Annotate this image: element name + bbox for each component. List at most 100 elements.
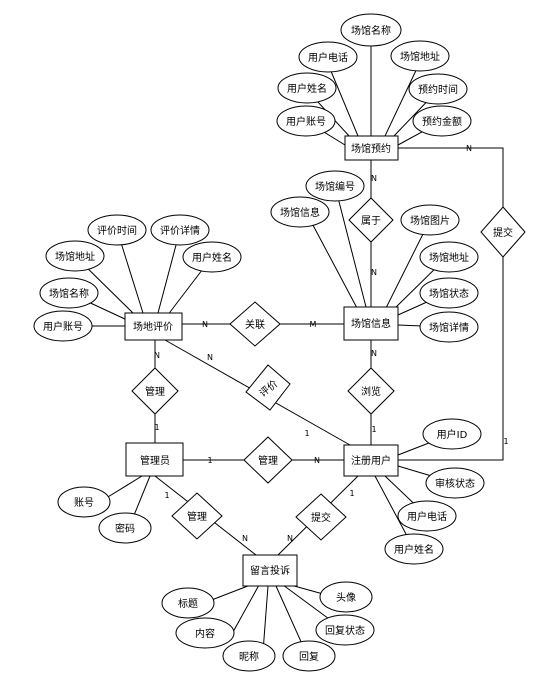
card-user-manage: N [314, 456, 320, 465]
attr-review-venue-address: 场馆地址 [45, 240, 105, 272]
relationship-review: 评价 [245, 364, 291, 411]
entity-registered-user-label: 注册用户 [351, 454, 391, 467]
attr-booking-user-name-label: 用户姓名 [287, 82, 327, 95]
relationship-manage-user: 管理 [243, 436, 293, 484]
attr-info-venue-status-label: 场馆状态 [429, 287, 469, 300]
entity-venue-info-label: 场馆信息 [351, 317, 391, 330]
relationship-submit-booking-label: 提交 [493, 226, 513, 239]
entity-venue-booking-label: 场馆预约 [351, 142, 391, 155]
card-user-review: 1 [304, 429, 309, 438]
card-booking-belongs: N [371, 174, 377, 183]
relationship-belongs-to-label: 属于 [361, 215, 381, 227]
card-user-submit: 1 [503, 437, 508, 446]
relationship-associate-label: 关联 [245, 318, 265, 331]
attr-info-venue-info-label: 场馆信息 [280, 206, 320, 219]
attr-review-user-name-label: 用户姓名 [192, 251, 232, 264]
entity-venue-info: 场馆信息 [343, 306, 399, 341]
entity-message-complaint-label: 留言投诉 [250, 564, 290, 577]
relationship-manage-review-label: 管理 [145, 385, 165, 398]
relationship-belongs-to: 属于 [348, 197, 394, 243]
attr-info-venue-image: 场馆图片 [400, 204, 460, 236]
attr-message-reply-status-label: 回复状态 [325, 624, 365, 637]
attr-booking-venue-address-label: 场馆地址 [400, 50, 440, 63]
attr-booking-time-label: 预约时间 [418, 83, 458, 96]
card-info-browse: N [371, 349, 377, 358]
attr-message-avatar-label: 头像 [336, 592, 356, 604]
attr-message-content-label: 内容 [195, 627, 215, 640]
card-info-associate: M [310, 320, 317, 329]
attr-booking-user-account: 用户账号 [276, 105, 336, 137]
entity-venue-booking: 场馆预约 [344, 135, 399, 161]
attr-message-nickname: 昵称 [222, 640, 276, 672]
attr-review-user-account-label: 用户账号 [43, 320, 83, 333]
relationship-submit-message-label: 提交 [311, 511, 331, 524]
attr-info-venue-details-label: 场馆详情 [429, 321, 469, 334]
card-review-manage: N [154, 351, 160, 360]
attr-info-venue-address-label: 场馆地址 [429, 251, 469, 264]
entity-admin: 管理员 [125, 442, 184, 477]
attr-review-time: 评价时间 [87, 214, 147, 246]
attr-booking-amount: 预约金额 [412, 105, 472, 137]
attr-booking-user-phone: 用户电话 [298, 41, 358, 73]
entity-venue-review-label: 场地评价 [133, 320, 173, 333]
card-message-submit: N [287, 534, 293, 543]
attr-info-venue-image-label: 场馆图片 [410, 214, 450, 227]
attr-admin-account-label: 账号 [74, 497, 94, 509]
attr-review-venue-name: 场馆名称 [39, 277, 99, 309]
attr-booking-user-account-label: 用户账号 [286, 115, 326, 128]
attr-message-reply: 回复 [282, 640, 336, 672]
relationship-submit-booking: 提交 [480, 206, 526, 258]
relationship-manage-message-label: 管理 [187, 510, 207, 523]
entity-venue-review: 场地评价 [124, 312, 183, 341]
attr-info-venue-id: 场馆编号 [305, 170, 365, 202]
attr-message-reply-status: 回复状态 [315, 614, 375, 646]
attr-message-avatar: 头像 [319, 581, 373, 613]
attr-message-nickname-label: 昵称 [239, 650, 259, 663]
attr-review-time-label: 评价时间 [97, 224, 137, 237]
attr-user-review-status-label: 审核状态 [435, 477, 475, 490]
attr-review-user-account: 用户账号 [33, 310, 93, 342]
attr-booking-amount-label: 预约金额 [422, 115, 462, 128]
attr-booking-time: 预约时间 [408, 73, 468, 105]
card-info-belongs: N [371, 268, 377, 277]
attr-review-venue-name-label: 场馆名称 [49, 287, 89, 300]
entity-message-complaint: 留言投诉 [242, 554, 298, 587]
attr-user-id-label: 用户ID [437, 428, 468, 441]
attr-admin-password: 密码 [98, 512, 152, 544]
card-admin-manage-user: 1 [207, 456, 212, 465]
attr-info-venue-status: 场馆状态 [419, 277, 479, 309]
attr-user-id: 用户ID [422, 418, 482, 450]
relationship-submit-message: 提交 [295, 493, 347, 541]
card-review-review: N [207, 353, 213, 362]
card-admin-manage-message: 1 [164, 491, 169, 500]
attr-booking-user-phone-label: 用户电话 [308, 51, 348, 64]
card-user-browse: 1 [371, 425, 376, 434]
attr-booking-user-name: 用户姓名 [277, 72, 337, 104]
attr-review-user-name: 用户姓名 [182, 241, 242, 273]
card-admin-manage-review: 1 [154, 423, 159, 432]
attr-info-venue-info: 场馆信息 [270, 196, 330, 228]
attr-booking-venue-name-label: 场馆名称 [351, 24, 391, 37]
entity-registered-user: 注册用户 [343, 444, 399, 477]
cardinality-marks: N 1 N N N M N 1 N 1 N 1 1 N 1 N 1 N [154, 144, 509, 543]
relationship-manage-review: 管理 [131, 367, 179, 415]
card-message-manage: N [242, 534, 248, 543]
attr-user-phone: 用户电话 [397, 500, 457, 532]
attr-booking-venue-name: 场馆名称 [340, 13, 402, 47]
attr-review-details: 评价详情 [150, 214, 210, 246]
attr-user-name-label: 用户姓名 [394, 543, 434, 556]
entity-admin-label: 管理员 [140, 454, 170, 467]
relationship-manage-message: 管理 [171, 492, 223, 540]
relationship-browse-label: 浏览 [361, 385, 381, 398]
attr-user-review-status: 审核状态 [425, 467, 485, 499]
relationship-associate: 关联 [229, 301, 281, 347]
relationship-browse: 浏览 [347, 367, 395, 415]
attr-message-title: 标题 [161, 587, 215, 619]
attr-info-venue-details: 场馆详情 [419, 311, 479, 343]
attr-message-title-label: 标题 [178, 598, 198, 610]
attr-message-content: 内容 [175, 617, 235, 649]
attr-user-name: 用户姓名 [384, 533, 444, 565]
attr-booking-venue-address: 场馆地址 [390, 40, 450, 72]
card-review-associate: N [202, 320, 208, 329]
